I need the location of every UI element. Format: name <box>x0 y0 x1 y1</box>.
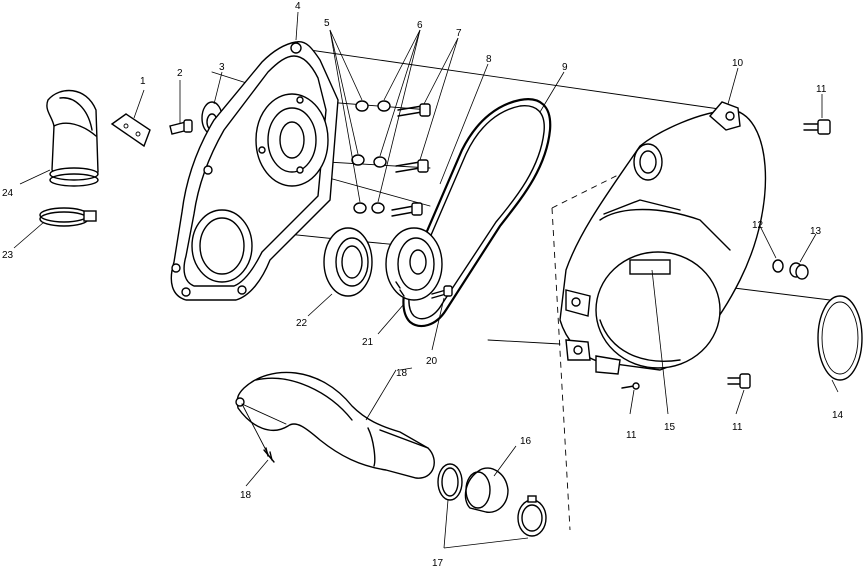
callout-10: 10 <box>732 58 744 69</box>
callout-11-right: 11 <box>732 422 743 433</box>
plug <box>789 262 809 280</box>
callout-20: 20 <box>426 356 438 367</box>
mounting-bracket <box>110 113 151 148</box>
callout-7: 7 <box>456 28 462 39</box>
callout-9: 9 <box>562 62 568 73</box>
hose-clamp <box>39 207 97 227</box>
screw-11-bottom-right <box>727 373 751 389</box>
callout-23: 23 <box>2 250 14 261</box>
callout-labels: 1 2 3 4 5 6 7 8 9 10 11 12 13 14 24 23 2… <box>2 1 844 567</box>
callout-18: 18 <box>396 368 408 379</box>
callout-17: 17 <box>432 558 444 567</box>
screw-11-top <box>803 119 831 135</box>
callout-15: 15 <box>664 422 676 433</box>
inner-cover-plate <box>170 41 339 301</box>
drive-belt <box>402 98 552 328</box>
washers-6 <box>371 100 391 214</box>
callout-3: 3 <box>219 62 225 73</box>
callout-16: 16 <box>520 436 532 447</box>
gasket-disc <box>817 295 863 381</box>
clamp-17-right <box>517 495 547 537</box>
coupler-16 <box>464 467 509 513</box>
clamp-17-left <box>437 463 463 501</box>
screw-2 <box>169 119 193 135</box>
intake-elbow-boot <box>46 89 99 187</box>
callout-leaders <box>13 11 839 549</box>
callout-14: 14 <box>832 410 844 421</box>
callout-1: 1 <box>140 76 146 87</box>
o-ring <box>772 259 784 273</box>
screw-11-bottom-left <box>621 382 640 390</box>
callout-22: 22 <box>296 318 308 329</box>
callout-18-lower: 18 <box>240 490 252 501</box>
bolt-20 <box>431 285 453 299</box>
callout-13: 13 <box>810 226 822 237</box>
callout-6: 6 <box>417 20 423 31</box>
callout-2: 2 <box>177 68 183 79</box>
callout-21: 21 <box>362 337 374 348</box>
callout-12: 12 <box>752 220 764 231</box>
seal <box>323 227 373 297</box>
callout-24: 24 <box>2 188 14 199</box>
callout-8: 8 <box>486 54 492 65</box>
callout-4: 4 <box>295 1 301 12</box>
bolts-7 <box>391 103 431 217</box>
washers-5 <box>351 100 369 214</box>
drive-pulley <box>385 227 443 301</box>
callout-11-top: 11 <box>816 84 827 95</box>
callout-11-left: 11 <box>626 430 637 441</box>
duct-hose <box>235 371 435 479</box>
callout-5: 5 <box>324 18 330 29</box>
outer-cover <box>559 101 767 375</box>
